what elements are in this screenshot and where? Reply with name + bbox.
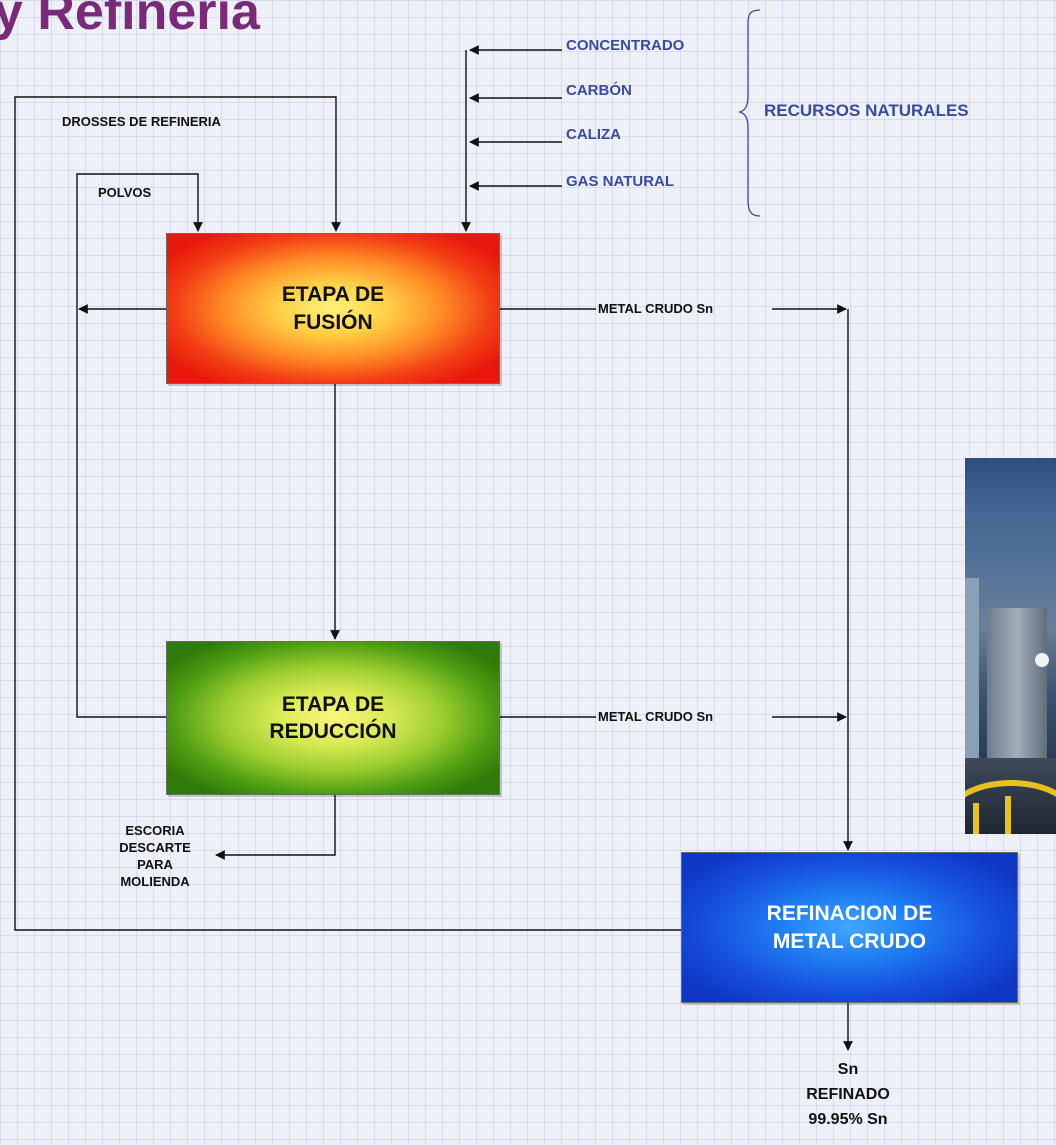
page-title: y Refinería — [0, 0, 260, 41]
industrial-plant-photo — [965, 458, 1056, 834]
drosses-label: DROSSES DE REFINERIA — [62, 114, 221, 129]
metal-crudo-reduccion-label: METAL CRUDO Sn — [598, 709, 714, 724]
resources-group-label: RECURSOS NATURALES — [764, 101, 969, 120]
resource-gas-natural: GAS NATURAL — [566, 173, 675, 190]
output-product-label: Sn REFINADO 99.95% Sn — [806, 1061, 890, 1128]
metal-crudo-fusion-label: METAL CRUDO Sn — [598, 301, 714, 316]
drosses-loop — [14, 96, 681, 931]
stage-refinacion-box: REFINACION DE METAL CRUDO — [681, 852, 1018, 1003]
escoria-line — [215, 795, 336, 860]
stage-fusion-box: ETAPA DE FUSIÓN — [166, 233, 500, 384]
polvos-label: POLVOS — [98, 185, 152, 200]
resource-caliza: CALIZA — [566, 126, 621, 143]
resources-brace — [737, 9, 761, 217]
resource-carbon: CARBÓN — [566, 82, 632, 99]
resource-concentrado: CONCENTRADO — [566, 37, 685, 54]
polvos-loop — [76, 173, 203, 718]
escoria-label: ESCORIA DESCARTE PARA MOLIENDA — [119, 823, 191, 889]
stage-reduccion-box: ETAPA DE REDUCCIÓN — [166, 641, 500, 795]
